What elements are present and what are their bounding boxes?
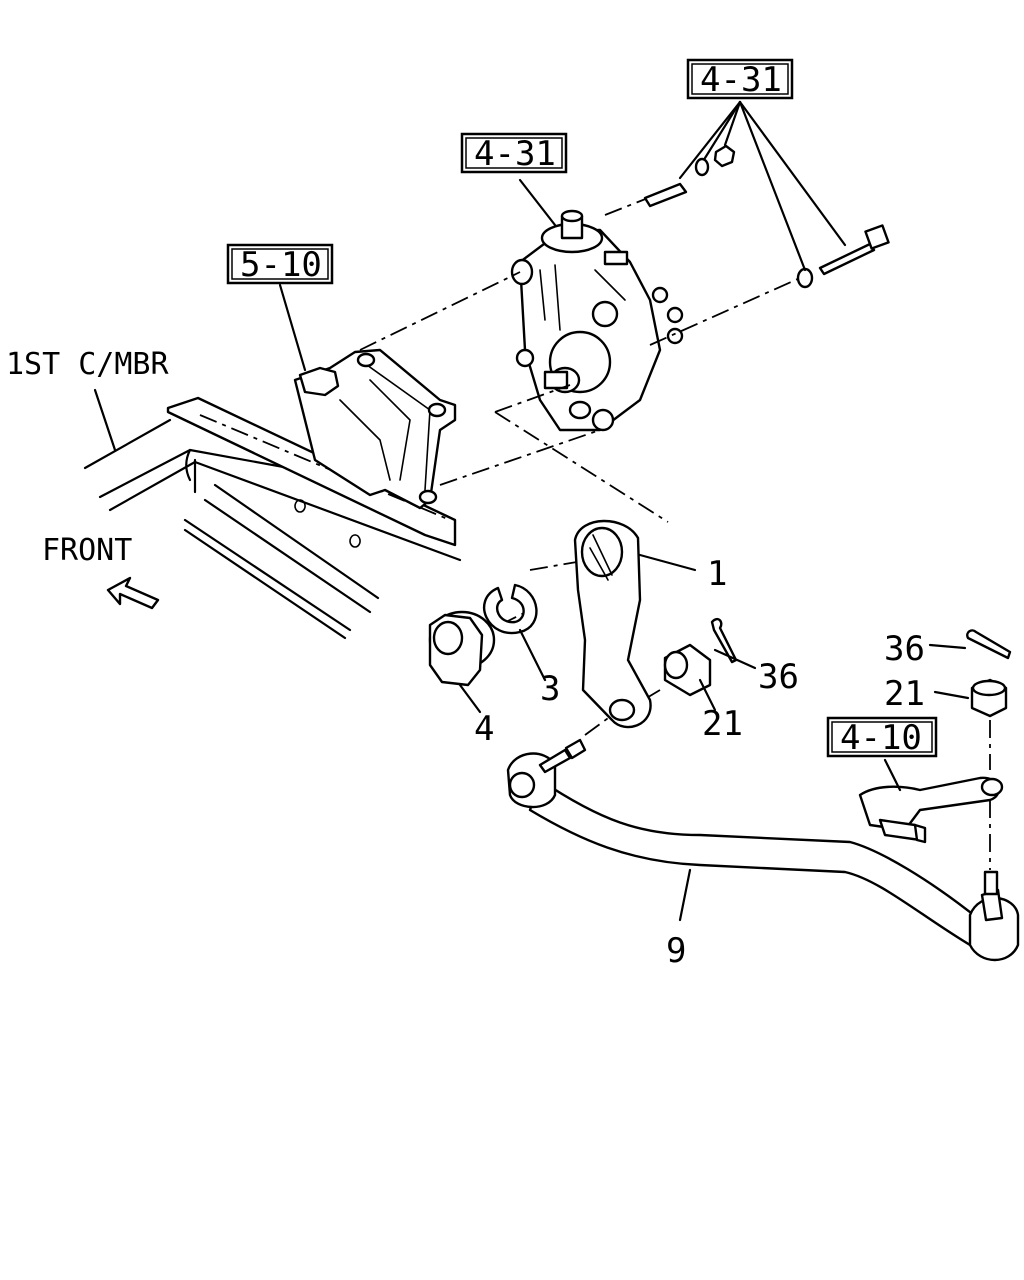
cotter-pin-knuckle (966, 629, 1012, 660)
part-21-label-knuckle: 21 (884, 674, 925, 714)
part-1-label: 1 (707, 554, 727, 594)
ref-box-top-right: 4-31 (686, 58, 794, 100)
ref-box-bracket-text: 5-10 (240, 245, 322, 285)
ref-box-bracket: 5-10 (226, 243, 334, 285)
castle-nut-arm (663, 643, 712, 697)
ref-box-knuckle-arm: 4-10 (826, 716, 938, 758)
part-9-label: 9 (666, 931, 686, 971)
part-4-label: 4 (474, 709, 494, 749)
part-21-label-arm: 21 (702, 704, 743, 744)
ref-box-knuckle-arm-text: 4-10 (840, 718, 922, 758)
frame-member-label: 1ST C/MBR (6, 347, 169, 382)
steering-bracket (293, 348, 457, 510)
gearbox-fasteners (643, 100, 890, 289)
cross-member (83, 396, 462, 640)
steering-gearbox (510, 209, 684, 432)
part-3-label: 3 (540, 669, 560, 709)
cotter-pin-arm (710, 617, 738, 664)
ref-box-top-right-text: 4-31 (700, 60, 782, 100)
part-36-label-knuckle: 36 (884, 629, 925, 669)
drag-link (506, 738, 1020, 962)
front-arrow-icon (106, 576, 160, 610)
front-label: FRONT (42, 533, 132, 568)
castle-nut-knuckle (970, 678, 1008, 718)
part-36-label-arm: 36 (758, 657, 799, 697)
ref-box-gearbox-text: 4-31 (474, 134, 556, 174)
pitman-arm (573, 519, 652, 729)
ref-box-gearbox: 4-31 (460, 132, 568, 174)
knuckle-arm (858, 776, 1004, 844)
pitman-nut (428, 610, 496, 687)
lock-washer (482, 583, 538, 635)
